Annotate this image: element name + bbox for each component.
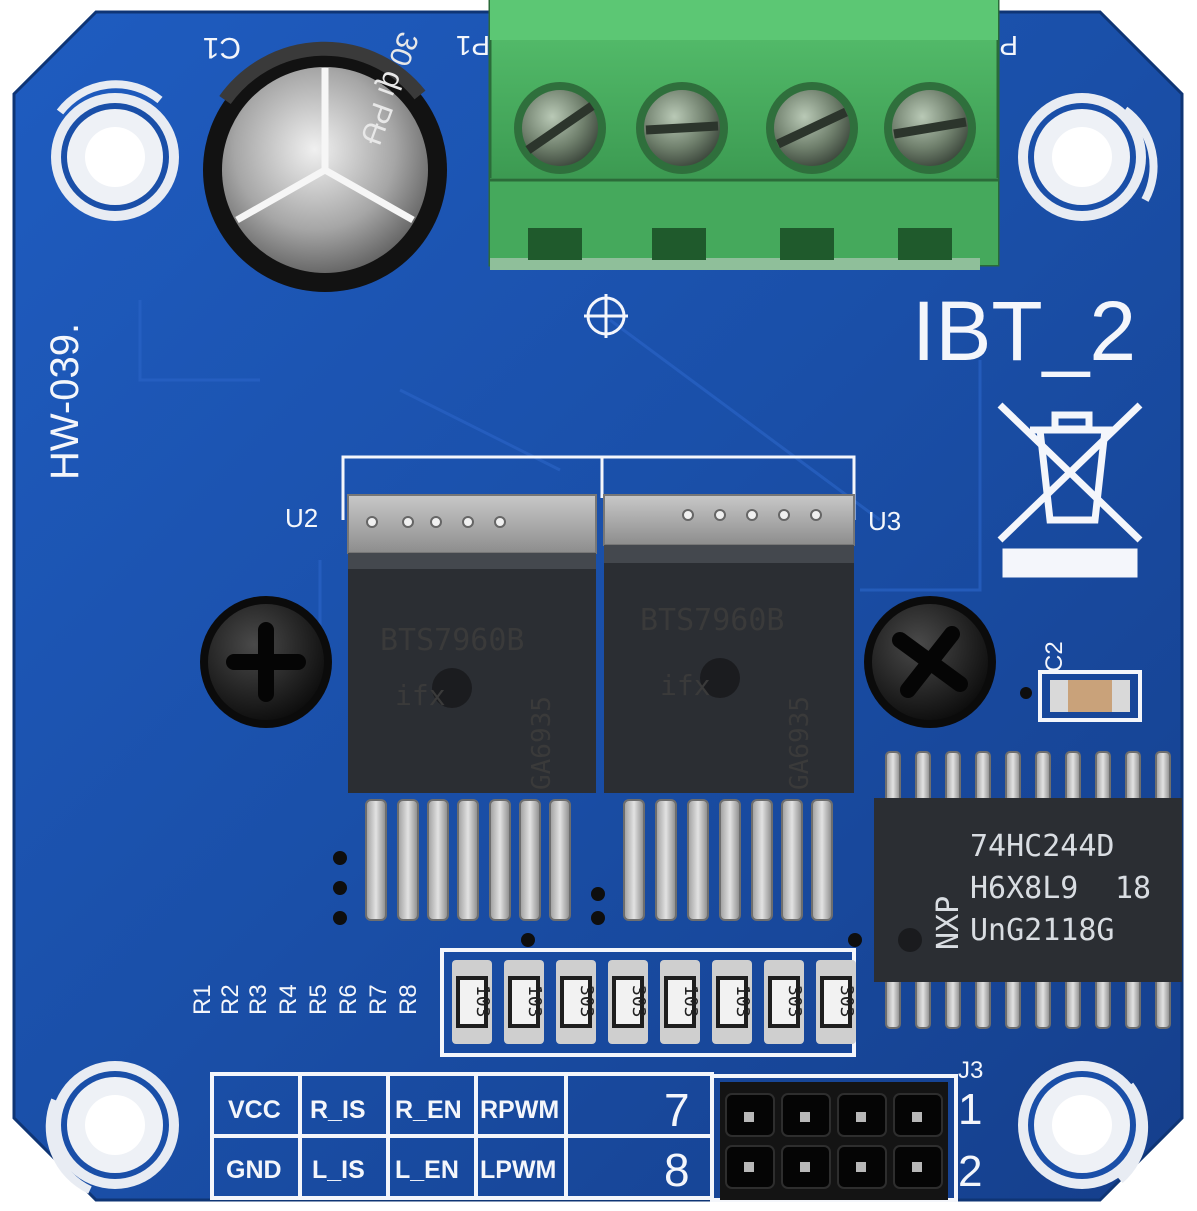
u3-logo: ifx xyxy=(660,669,711,702)
smd-resistor xyxy=(504,960,544,1044)
logic-ic-74hc244d: NXP 74HC244D H6X8L9 18 UnG2118G xyxy=(874,751,1182,1029)
driver-ic-u3: BTS7960B GA6935 ifx xyxy=(603,494,855,793)
u2-logo: ifx xyxy=(395,679,446,712)
terminal-screw-2 xyxy=(636,82,728,174)
res-designator: R8 xyxy=(395,984,422,1015)
res-designator: R3 xyxy=(245,984,272,1015)
header-pin-1: 1 xyxy=(958,1085,982,1134)
heatsink-bolt-right xyxy=(864,596,996,728)
u2-marking-bottom: GA6935 xyxy=(527,696,557,790)
silk-u3: U3 xyxy=(868,506,901,536)
res-marking: 303 xyxy=(576,985,597,1018)
header-pin-2: 2 xyxy=(958,1147,982,1196)
resistor-markings: 103 103 303 303 103 103 303 303 xyxy=(472,985,857,1018)
fiducial-mark xyxy=(584,294,628,338)
pin-label-gnd: GND xyxy=(226,1156,282,1184)
res-designator: R5 xyxy=(305,984,332,1015)
resistor-designators: R1 R2 R3 R4 R5 R6 R7 R8 xyxy=(189,984,422,1015)
res-marking: 103 xyxy=(680,985,701,1018)
vertical-board-label: HW-039. xyxy=(43,323,87,480)
smd-resistor xyxy=(660,960,700,1044)
terminal-wire-openings xyxy=(528,228,952,260)
pin-table xyxy=(210,1072,714,1200)
res-marking: 103 xyxy=(524,985,545,1018)
pin-label-rpwm: RPWM xyxy=(480,1096,559,1124)
mounting-hole-bottom-right xyxy=(1018,1061,1149,1189)
res-marking: 103 xyxy=(732,985,753,1018)
pin-labels: VCC R_IS R_EN RPWM GND L_IS L_EN LPWM 7 … xyxy=(226,1084,982,1196)
pin-label-r-en: R_EN xyxy=(395,1096,462,1124)
ic-line2-suffix: 18 xyxy=(1115,871,1151,906)
silk-p1-left: P1 xyxy=(456,30,490,61)
heatsink-bolt-left xyxy=(200,596,332,728)
u3-pins xyxy=(623,799,833,921)
pin-label-l-en: L_EN xyxy=(395,1156,459,1184)
pin-label-lpwm: LPWM xyxy=(480,1156,556,1184)
res-designator: R2 xyxy=(217,984,244,1015)
smd-resistor xyxy=(816,960,856,1044)
model-label: IBT_2 xyxy=(912,284,1136,378)
terminal-screw-3 xyxy=(766,82,858,174)
u3-marking-top: BTS7960B xyxy=(640,603,785,638)
pin-header-j3 xyxy=(710,1074,958,1202)
res-designator: R1 xyxy=(189,984,216,1015)
res-designator: R4 xyxy=(275,984,302,1015)
pin-label-vcc: VCC xyxy=(228,1096,281,1124)
terminal-screw-4 xyxy=(884,82,976,174)
ic-line3: UnG2118G xyxy=(970,913,1115,948)
res-designator: R6 xyxy=(335,984,362,1015)
u3-marking-bottom: GA6935 xyxy=(785,696,815,790)
ic-brand: NXP xyxy=(931,896,966,950)
weee-bin-icon xyxy=(997,402,1143,578)
silk-p1-right: P xyxy=(999,30,1018,61)
electrolytic-capacitor: 30 ɖı PɄ xyxy=(203,28,447,292)
mounting-hole-top-right xyxy=(1018,93,1158,221)
resistor-array xyxy=(440,948,856,1057)
ic-line2: H6X8L9 xyxy=(970,871,1078,906)
smd-capacitor-c2 xyxy=(1038,670,1142,722)
mounting-hole-top-left xyxy=(51,80,179,221)
u2-marking-top: BTS7960B xyxy=(380,623,525,658)
smd-resistor xyxy=(608,960,648,1044)
res-marking: 103 xyxy=(472,985,493,1018)
smd-resistor xyxy=(712,960,752,1044)
silk-c2: C2 xyxy=(1041,641,1068,672)
res-marking: 303 xyxy=(628,985,649,1018)
pin-label-l-is: L_IS xyxy=(312,1156,365,1184)
vias xyxy=(333,687,1032,947)
res-marking: 303 xyxy=(836,985,857,1018)
silk-u2: U2 xyxy=(285,503,318,533)
driver-silk-outline xyxy=(341,455,856,520)
smd-resistor xyxy=(556,960,596,1044)
pin-number-8: 8 xyxy=(664,1144,690,1196)
mounting-hole-bottom-left xyxy=(45,1061,179,1194)
smd-resistor xyxy=(452,960,492,1044)
silk-j3: J3 xyxy=(958,1057,983,1084)
pin-number-7: 7 xyxy=(664,1084,690,1136)
pin-label-r-is: R_IS xyxy=(310,1096,366,1124)
u2-pins xyxy=(365,799,571,921)
terminal-screw-1 xyxy=(514,82,606,174)
res-marking: 303 xyxy=(784,985,805,1018)
ic-line1: 74HC244D xyxy=(970,829,1115,864)
silk-c1: C1 xyxy=(203,31,241,64)
smd-resistor xyxy=(764,960,804,1044)
res-designator: R7 xyxy=(365,984,392,1015)
driver-ic-u2: BTS7960B GA6935 ifx xyxy=(347,494,597,793)
